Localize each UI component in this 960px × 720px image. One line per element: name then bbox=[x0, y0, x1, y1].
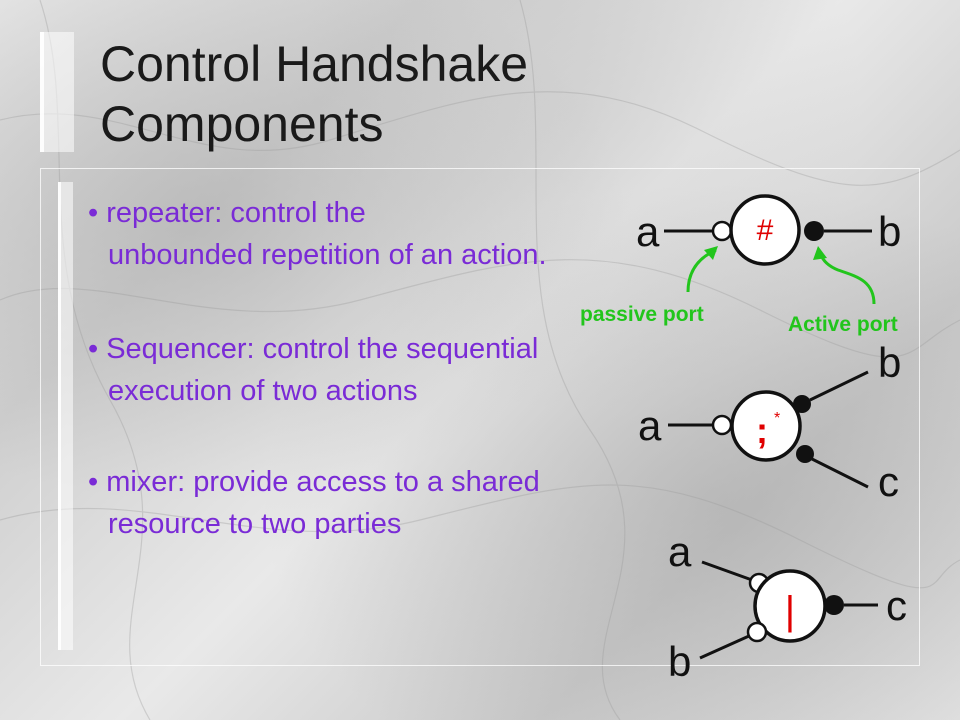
repeater-node bbox=[729, 194, 801, 266]
mixer-port-a-label: a bbox=[668, 528, 692, 575]
bullet-sequencer: • Sequencer: control the sequential exec… bbox=[88, 328, 538, 412]
repeater-port-b-label: b bbox=[878, 208, 901, 255]
mixer-port-b-label: b bbox=[668, 638, 691, 685]
sequencer-port-b-label: b bbox=[878, 339, 901, 386]
content-panel bbox=[40, 168, 920, 666]
sequencer-wire-b bbox=[809, 370, 869, 402]
mixer-symbol: | bbox=[785, 589, 795, 633]
sequencer-node bbox=[730, 390, 802, 462]
sequencer-port-a-label: a bbox=[638, 402, 662, 449]
bullet-sequencer-line1: • Sequencer: control the sequential bbox=[88, 333, 539, 365]
repeater-diagram: a # b bbox=[636, 194, 901, 266]
bullet-repeater-line1: • repeater: control the bbox=[88, 197, 366, 229]
sequencer-passive-port bbox=[711, 414, 733, 436]
bullet-mixer-line2: resource to two parties bbox=[108, 508, 402, 540]
port-annotations: passive port Active port bbox=[580, 246, 898, 336]
repeater-port-a-label: a bbox=[636, 208, 660, 255]
sequencer-active-port-b bbox=[793, 395, 811, 413]
mixer-port-c-label: c bbox=[886, 582, 907, 629]
active-port-arrow bbox=[818, 251, 876, 305]
sequencer-diagram: b a ; * c bbox=[638, 339, 901, 505]
body-accent-bar bbox=[58, 182, 73, 650]
slide-title-line2: Components bbox=[100, 96, 384, 152]
slide-title: Control Handshake Components bbox=[100, 34, 528, 154]
mixer-active-port bbox=[824, 595, 844, 615]
sequencer-symbol: ; bbox=[756, 410, 768, 451]
bullet-repeater: • repeater: control the unbounded repeti… bbox=[88, 192, 547, 276]
bullet-repeater-line2: unbounded repetition of an action. bbox=[108, 239, 547, 271]
mixer-passive-port-b bbox=[746, 621, 768, 643]
sequencer-port-c-label: c bbox=[878, 458, 899, 505]
mixer-wire-a bbox=[701, 560, 753, 582]
slide-title-line1: Control Handshake bbox=[100, 36, 529, 92]
bullet-sequencer-line2: execution of two actions bbox=[108, 375, 418, 407]
repeater-active-port bbox=[804, 221, 824, 241]
repeater-symbol: # bbox=[757, 214, 774, 247]
active-port-label: Active port bbox=[788, 313, 898, 336]
sequencer-active-port-c bbox=[796, 445, 814, 463]
mixer-diagram: a | b c bbox=[668, 528, 907, 685]
title-accent-bar bbox=[40, 32, 74, 152]
sequencer-star: * bbox=[774, 410, 780, 427]
repeater-passive-port bbox=[711, 220, 733, 242]
sequencer-wire-c bbox=[811, 457, 869, 489]
passive-port-arrowhead bbox=[704, 246, 718, 260]
mixer-wire-b bbox=[699, 634, 750, 660]
bullet-mixer-line1: • mixer: provide access to a shared bbox=[88, 466, 540, 498]
passive-port-label: passive port bbox=[580, 303, 704, 326]
bullet-mixer: • mixer: provide access to a shared reso… bbox=[88, 461, 540, 545]
active-port-arrowhead bbox=[813, 246, 827, 260]
